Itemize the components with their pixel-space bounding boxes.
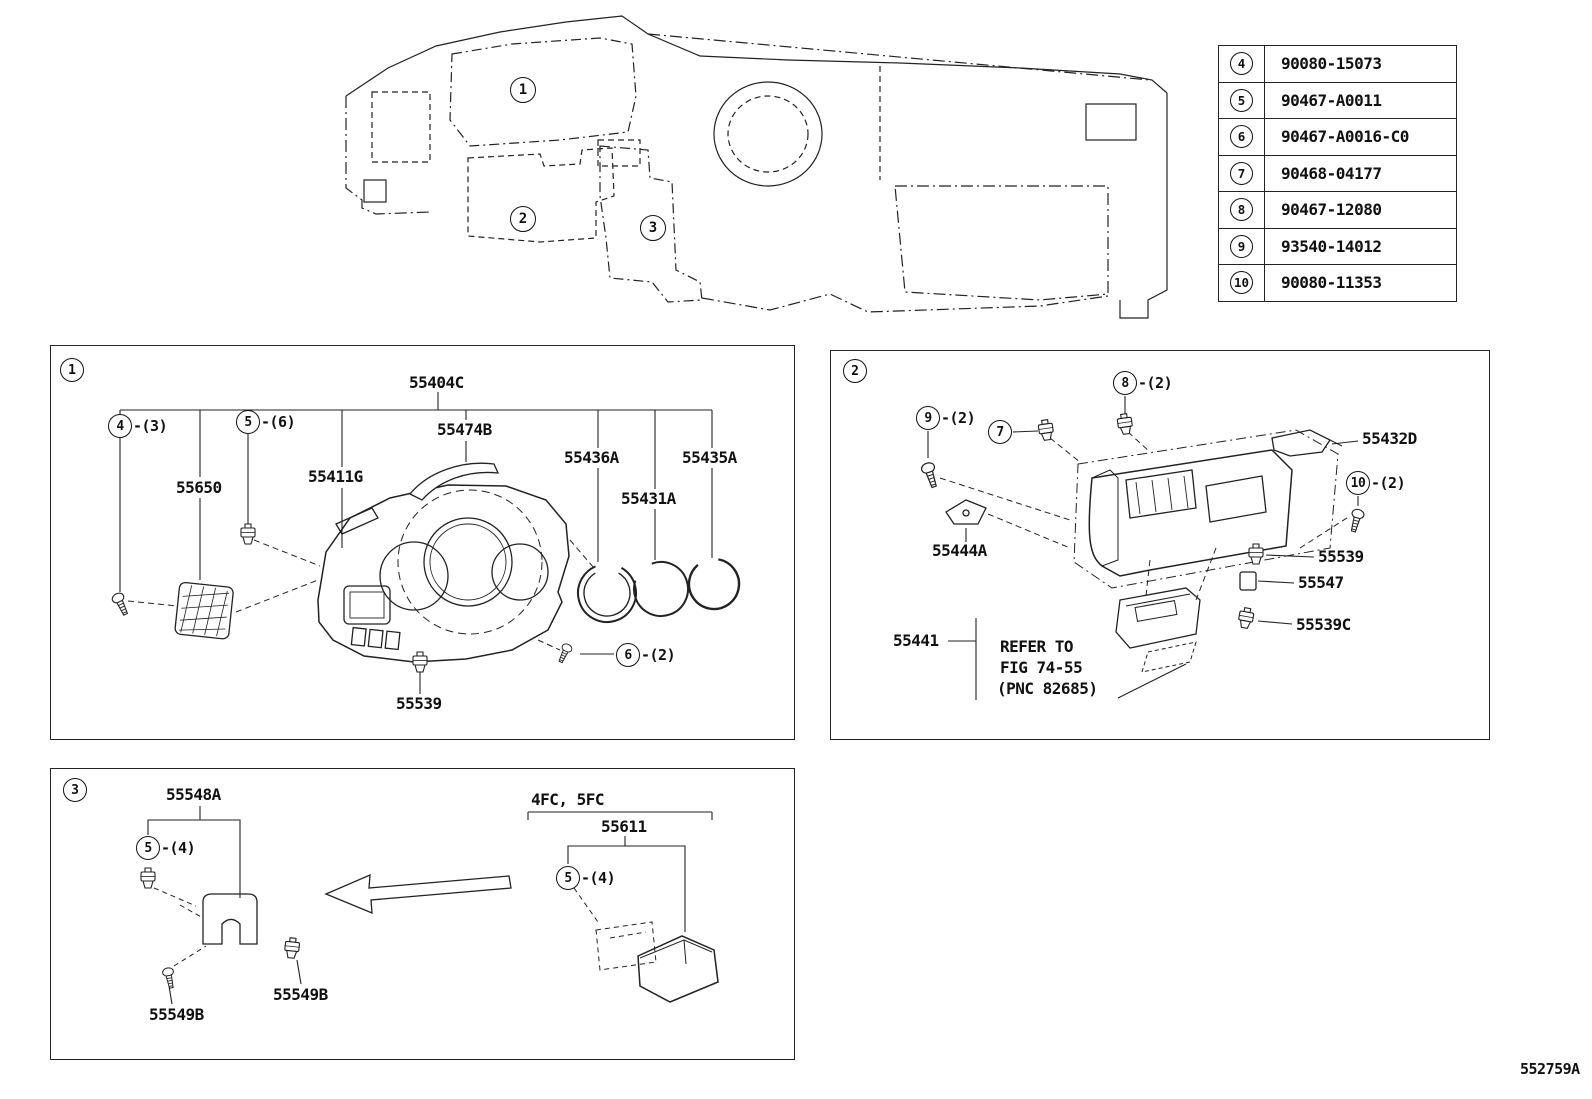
callout-5a: 5 -(4) (136, 836, 196, 860)
part-label-55411G: 55411G (308, 467, 363, 486)
refer-note-line2: FIG 74-55 (1000, 658, 1083, 677)
part-number: 90467-A0011 (1264, 81, 1457, 119)
callout-10: 10 -(2) (1346, 471, 1406, 495)
section-1-ref: 1 (60, 358, 84, 382)
part-number: 90468-04177 (1264, 154, 1457, 192)
callout-4: 4 -(3) (108, 414, 168, 438)
part-label-55404C: 55404C (409, 373, 464, 392)
part-label-55441: 55441 (893, 631, 939, 650)
callout-10-circle: 10 (1346, 471, 1370, 495)
section-2-ref: 2 (843, 359, 867, 383)
callout-5a-circle: 5 (136, 836, 160, 860)
table-ref-circle: 9 (1230, 234, 1253, 258)
part-label-55549B-b: 55549B (149, 1005, 204, 1024)
section-1-box (50, 345, 795, 740)
section-3-ref: 3 (63, 778, 87, 802)
table-row: 10 90080-11353 (1218, 264, 1457, 302)
parts-table: 4 90080-15073 5 90467-A0011 6 90467-A001… (1218, 45, 1457, 302)
callout-5b-count: -(4) (581, 869, 616, 887)
glovebox-drawing (939, 429, 1351, 673)
callout-8: 8 -(2) (1113, 371, 1173, 395)
callout-5b-circle: 5 (556, 866, 580, 890)
part-label-55650: 55650 (176, 478, 222, 497)
callout-8-circle: 8 (1113, 371, 1137, 395)
callout-5-circle: 5 (236, 410, 260, 434)
section-2-box (830, 350, 1490, 740)
table-row: 8 90467-12080 (1218, 191, 1457, 229)
table-ref-circle: 4 (1230, 52, 1253, 76)
part-label-55539-s2: 55539 (1318, 547, 1364, 566)
callout-9-count: -(2) (941, 409, 976, 427)
part-label-55611: 55611 (601, 817, 647, 836)
dashboard-overview-drawing (345, 15, 1168, 319)
callout-9-circle: 9 (916, 406, 940, 430)
table-row: 4 90080-15073 (1218, 45, 1457, 83)
table-ref-circle: 6 (1230, 125, 1253, 149)
callout-9: 9 -(2) (916, 406, 976, 430)
refer-note-line3: (PNC 82685) (997, 679, 1098, 698)
table-ref-circle: 5 (1230, 88, 1253, 112)
part-label-55548A: 55548A (166, 785, 221, 804)
callout-5: 5 -(6) (236, 410, 296, 434)
part-label-55547: 55547 (1298, 573, 1344, 592)
part-number: 90080-15073 (1264, 45, 1457, 83)
table-row: 7 90468-04177 (1218, 154, 1457, 192)
part-label-55474B: 55474B (437, 420, 492, 439)
part-label-55444A: 55444A (932, 541, 987, 560)
gauge-rings-drawing (577, 557, 741, 623)
refer-note-line1: REFER TO (1000, 637, 1074, 656)
callout-6-count: -(2) (641, 646, 676, 664)
part-label-55539-s1: 55539 (396, 694, 442, 713)
variant-label-4fc-5fc: 4FC, 5FC (531, 790, 605, 809)
part-number: 90467-12080 (1264, 191, 1457, 229)
callout-5-count: -(6) (261, 413, 296, 431)
table-row: 9 93540-14012 (1218, 227, 1457, 265)
part-label-55432D: 55432D (1362, 429, 1417, 448)
section3-leader-lines (147, 806, 713, 1005)
callout-7: 7 (988, 420, 1012, 444)
part-label-55549B-a: 55549B (273, 985, 328, 1004)
table-row: 5 90467-A0011 (1218, 81, 1457, 119)
section3-drawing (153, 873, 719, 1003)
instrument-cluster-drawing (127, 462, 595, 663)
part-label-55436A: 55436A (564, 448, 619, 467)
part-label-55539C: 55539C (1296, 615, 1351, 634)
part-number: 93540-14012 (1264, 227, 1457, 265)
part-number: 90467-A0016-C0 (1264, 118, 1457, 156)
table-ref-circle: 8 (1230, 198, 1253, 222)
section-3-box (50, 768, 795, 1060)
section1-leader-lines (119, 392, 713, 694)
table-ref-circle: 10 (1230, 271, 1253, 295)
callout-4-circle: 4 (108, 414, 132, 438)
callout-6-circle: 6 (616, 643, 640, 667)
part-label-55435A: 55435A (682, 448, 737, 467)
callout-8-count: -(2) (1138, 374, 1173, 392)
callout-5a-count: -(4) (161, 839, 196, 857)
drawing-code: 552759A (1520, 1060, 1580, 1078)
callout-10-count: -(2) (1371, 474, 1406, 492)
speaker-grille-55650 (174, 581, 234, 640)
callout-4-count: -(3) (133, 417, 168, 435)
part-label-55431A: 55431A (621, 489, 676, 508)
callout-6: 6 -(2) (616, 643, 676, 667)
table-ref-circle: 7 (1230, 161, 1253, 185)
overview-callout-1: 1 (510, 77, 536, 103)
overview-callout-3: 3 (640, 215, 666, 241)
overview-callout-2: 2 (510, 206, 536, 232)
table-row: 6 90467-A0016-C0 (1218, 118, 1457, 156)
part-number: 90080-11353 (1264, 264, 1457, 302)
callout-7-circle: 7 (988, 420, 1012, 444)
callout-5b: 5 -(4) (556, 866, 616, 890)
